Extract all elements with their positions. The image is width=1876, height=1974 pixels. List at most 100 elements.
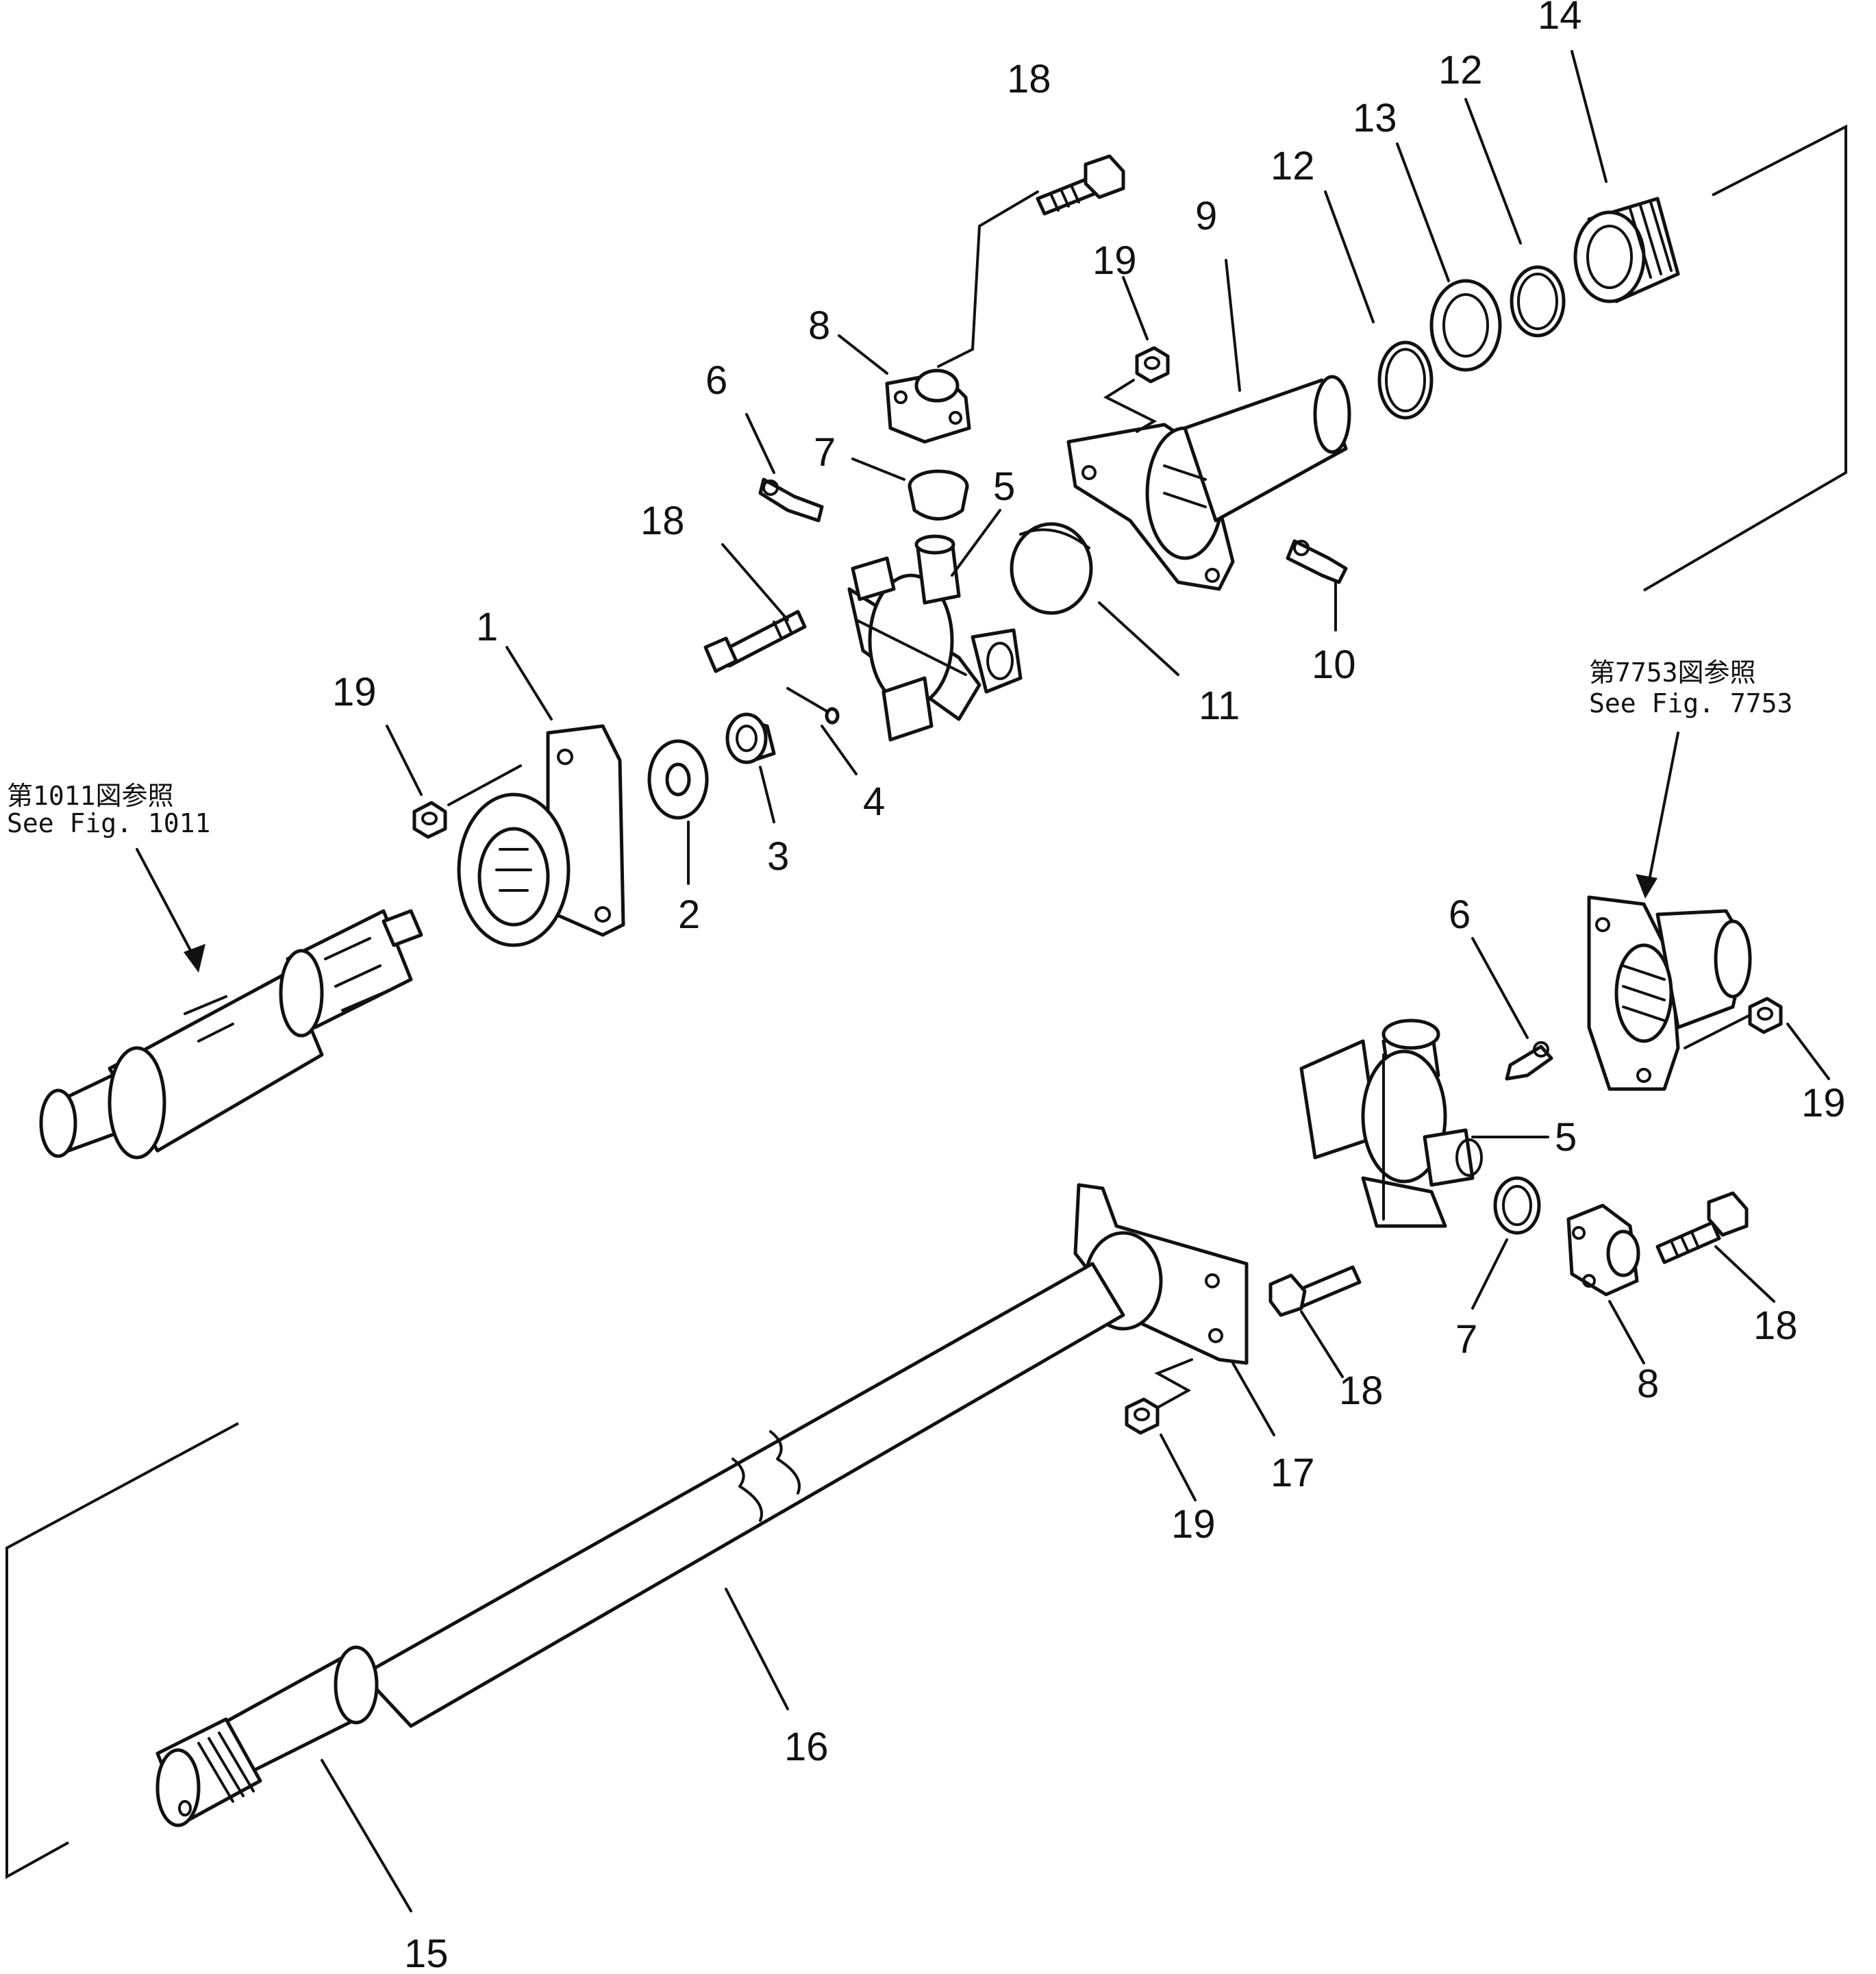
leader-7a [851, 458, 905, 481]
part-10-grease-fitting [1286, 539, 1348, 584]
part-11-cup [1010, 522, 1093, 615]
callout-numbers: 1 2 3 4 5 5 6 6 7 7 8 8 9 10 11 12 12 13… [332, 0, 1846, 1974]
leader-4 [821, 725, 858, 775]
part-2-washer [647, 739, 709, 820]
callout-13: 13 [1353, 96, 1397, 140]
part-4-pin [786, 687, 840, 725]
part-7-seal-upper [908, 469, 969, 521]
leader-17 [1231, 1362, 1275, 1436]
leader-19c-link [1154, 1358, 1193, 1409]
callout-19a: 19 [332, 670, 377, 714]
callout-7b: 7 [1455, 1317, 1477, 1362]
callout-8a: 8 [808, 303, 830, 348]
leader-19a-link [447, 764, 522, 806]
callout-1: 1 [476, 605, 498, 649]
part-19-nut-upper [1135, 346, 1170, 384]
part-17-flange-yoke [1073, 1183, 1249, 1365]
leader-19c [1160, 1434, 1197, 1501]
callout-4: 4 [863, 779, 885, 824]
reference-labels: 第1011図参照 See Fig. 1011 第7753図参照 See Fig.… [7, 658, 1792, 838]
callout-16: 16 [784, 1725, 829, 1769]
leader-8a [838, 334, 888, 375]
frame-lines [5, 124, 1847, 1879]
callout-3: 3 [767, 834, 789, 879]
leader-19d [1786, 1023, 1830, 1080]
callout-15: 15 [404, 1932, 449, 1974]
ref-fig-7753-en: See Fig. 7753 [1589, 688, 1792, 719]
ref-fig-1011-en: See Fig. 1011 [7, 808, 210, 838]
part-14-spline-nut [1573, 197, 1680, 303]
leader-8b [1608, 1300, 1645, 1364]
leader-19a [386, 725, 423, 796]
leader-fig-1011 [136, 848, 200, 967]
callout-19c: 19 [1171, 1502, 1216, 1547]
leader-13 [1396, 142, 1450, 282]
leader-1 [505, 646, 553, 721]
callout-6b: 6 [1449, 892, 1471, 937]
part-6-grease-fitting-upper [758, 477, 824, 523]
frame-top-right [1642, 124, 1847, 592]
part-8-bearing-cap-lower [1566, 1203, 1640, 1297]
leader-15 [321, 1759, 412, 1912]
frame-bottom-left [5, 1422, 239, 1879]
callout-18a: 18 [1007, 57, 1051, 101]
leader-19b-link [1103, 379, 1158, 433]
leader-19d-link [1684, 1014, 1751, 1049]
part-18-bolt-mid [703, 610, 807, 673]
leader-5a [951, 509, 1001, 577]
part-6-grease-fitting-lower [1505, 1041, 1553, 1081]
callout-10: 10 [1312, 642, 1356, 687]
callout-12b: 12 [1438, 48, 1483, 92]
callout-18b: 18 [640, 499, 685, 543]
part-18-bolt-lower-mid [1268, 1265, 1362, 1317]
callout-9: 9 [1195, 194, 1217, 238]
leader-14 [1571, 50, 1608, 183]
callout-5b: 5 [1555, 1115, 1577, 1160]
callout-6a: 6 [705, 358, 727, 403]
ref-fig-1011-jp: 第1011図参照 [7, 781, 174, 811]
part-16-tube-shaft [361, 1262, 1125, 1728]
part-9-slip-yoke [1066, 375, 1351, 591]
part-1-flange-yoke [457, 724, 625, 947]
callout-7a: 7 [814, 430, 836, 475]
callout-2: 2 [678, 892, 700, 937]
part-13-seal-ring [1429, 279, 1502, 372]
part-19-nut-lower [1125, 1397, 1160, 1435]
leader-18d [1714, 1245, 1775, 1303]
callout-11: 11 [1199, 684, 1240, 728]
leader-12b [1464, 98, 1522, 245]
callout-18c: 18 [1339, 1369, 1384, 1413]
leader-9 [1225, 259, 1241, 392]
leader-18a [937, 190, 1039, 368]
leader-6b [1471, 937, 1529, 1039]
part-12-snap-ring-a [1377, 340, 1434, 420]
input-shaft-assembly [39, 909, 423, 1160]
callout-19b: 19 [1092, 238, 1137, 283]
part-7-seal-lower [1493, 1176, 1541, 1235]
callout-17: 17 [1271, 1451, 1315, 1495]
callout-5a: 5 [993, 464, 1015, 509]
leader-lines [136, 50, 1830, 1912]
part-12-snap-ring-b [1510, 265, 1566, 338]
ref-fig-7753-jp: 第7753図参照 [1589, 658, 1756, 688]
leader-7b [1471, 1238, 1508, 1310]
callout-8b: 8 [1637, 1362, 1659, 1406]
part-3-bearing-cup [725, 712, 776, 764]
part-15-splined-stub [155, 1645, 379, 1827]
part-8-bearing-cap-upper [885, 368, 971, 444]
leader-16 [725, 1588, 789, 1710]
leader-12a [1324, 190, 1375, 323]
leader-18c [1300, 1310, 1344, 1378]
callout-19d: 19 [1801, 1081, 1846, 1125]
leader-3 [759, 766, 775, 823]
part-5-spider-upper [847, 534, 1023, 742]
leader-11 [1098, 601, 1179, 676]
part-18-bolt-lower-right [1655, 1191, 1749, 1264]
leader-18b [721, 543, 789, 621]
callout-14: 14 [1538, 0, 1582, 38]
output-yoke-assembly [1587, 895, 1752, 1091]
part-19-nut-left [412, 801, 447, 839]
leader-19b [1122, 276, 1149, 340]
